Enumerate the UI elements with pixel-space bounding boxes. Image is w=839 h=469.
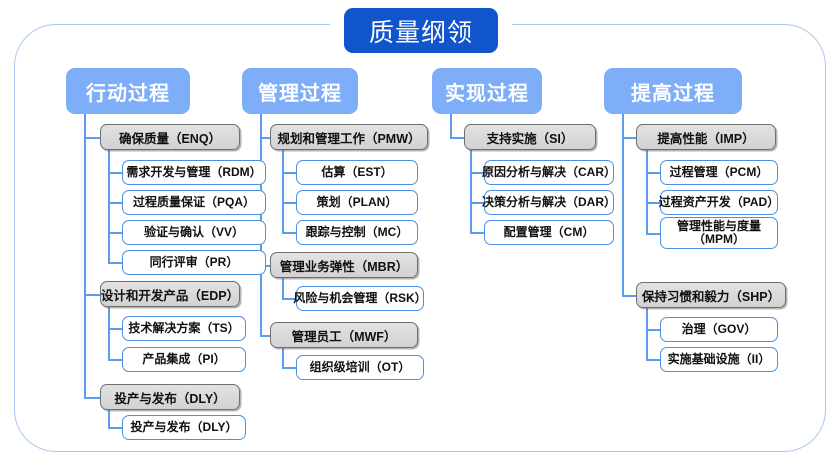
connector-leaf-pqa	[108, 202, 122, 204]
leaf-node-dly[interactable]: 投产与发布（DLY）	[122, 415, 246, 440]
connector-leaf-pad	[646, 202, 660, 204]
leaf-node-cm[interactable]: 配置管理（CM）	[484, 220, 614, 245]
leaf-node-pad[interactable]: 过程资产开发（PAD）	[659, 190, 779, 215]
connector-leaf-cm	[470, 232, 484, 234]
connector-spine-col4	[622, 136, 624, 296]
connector-leaf-pi	[108, 359, 122, 361]
leaf-node-gov[interactable]: 治理（GOV）	[660, 317, 778, 342]
leaf-node-pcm[interactable]: 过程管理（PCM）	[660, 160, 778, 185]
leaf-node-mc[interactable]: 跟踪与控制（MC）	[296, 220, 418, 245]
connector-leaf-ts	[108, 328, 122, 330]
connector-leaf-dly	[108, 427, 122, 429]
leaf-node-dar[interactable]: 决策分析与解决（DAR）	[482, 190, 616, 215]
column-header-action-process[interactable]: 行动过程	[66, 68, 190, 114]
leaf-node-est[interactable]: 估算（EST）	[296, 160, 418, 185]
connector-spine-pmw	[282, 150, 284, 233]
group-node-edp[interactable]: 设计和开发产品（EDP）	[100, 281, 240, 307]
leaf-node-ts[interactable]: 技术解决方案（TS）	[122, 316, 246, 341]
connector-stem-col1	[84, 114, 86, 136]
connector-leaf-vv	[108, 232, 122, 234]
connector-spine-edp	[108, 307, 110, 361]
leaf-node-pr[interactable]: 同行评审（PR）	[122, 250, 266, 275]
leaf-node-ot[interactable]: 组织级培训（OT）	[296, 355, 424, 380]
group-node-si[interactable]: 支持实施（SI）	[464, 124, 596, 150]
connector-branch-dly	[84, 397, 100, 399]
connector-leaf-pr	[108, 262, 122, 264]
group-node-mbr[interactable]: 管理业务弹性（MBR）	[270, 252, 418, 278]
leaf-node-rsk[interactable]: 风险与机会管理（RSK）	[293, 286, 427, 311]
connector-stem-col3	[450, 114, 452, 136]
group-node-enq[interactable]: 确保质量（ENQ）	[100, 124, 240, 150]
connector-stem-col2	[260, 114, 262, 136]
connector-branch-si	[450, 137, 464, 139]
leaf-node-pqa[interactable]: 过程质量保证（PQA）	[122, 190, 266, 215]
connector-leaf-rdm	[108, 172, 122, 174]
group-node-shp[interactable]: 保持习惯和毅力（SHP）	[636, 282, 786, 308]
connector-spine-mwf	[282, 348, 284, 368]
connector-leaf-plan	[282, 202, 296, 204]
group-node-pmw[interactable]: 规划和管理工作（PMW）	[270, 124, 428, 150]
connector-leaf-pcm	[646, 172, 660, 174]
connector-leaf-rsk	[282, 298, 296, 300]
connector-branch-mwf	[260, 335, 270, 337]
connector-leaf-ot	[282, 367, 296, 369]
connector-spine-imp	[646, 150, 648, 234]
connector-spine-enq	[108, 150, 110, 263]
group-node-imp[interactable]: 提高性能（IMP）	[636, 124, 776, 150]
connector-spine-mbr	[282, 278, 284, 299]
connector-branch-enq	[84, 137, 100, 139]
root-node-quality-program[interactable]: 质量纲领	[344, 8, 498, 53]
connector-leaf-dar	[470, 202, 484, 204]
connector-branch-shp	[622, 295, 636, 297]
connector-spine-dly	[108, 410, 110, 428]
group-node-mwf[interactable]: 管理员工（MWF）	[270, 322, 418, 348]
connector-spine-shp	[646, 308, 648, 360]
connector-leaf-mc	[282, 232, 296, 234]
leaf-node-rdm[interactable]: 需求开发与管理（RDM）	[122, 160, 266, 185]
connector-leaf-car	[470, 172, 484, 174]
connector-branch-edp	[84, 294, 100, 296]
leaf-node-pi[interactable]: 产品集成（PI）	[122, 347, 246, 372]
column-header-management-process[interactable]: 管理过程	[242, 68, 358, 114]
column-header-realization-process[interactable]: 实现过程	[432, 68, 542, 114]
connector-leaf-mpm	[646, 233, 660, 235]
connector-branch-pmw	[260, 137, 270, 139]
connector-leaf-est	[282, 172, 296, 174]
group-node-dly[interactable]: 投产与发布（DLY）	[100, 384, 240, 410]
column-header-improvement-process[interactable]: 提高过程	[604, 68, 742, 114]
connector-stem-col4	[622, 114, 624, 136]
leaf-node-ii[interactable]: 实施基础设施（II）	[660, 347, 778, 372]
connector-spine-si	[470, 150, 472, 233]
connector-leaf-ii	[646, 359, 660, 361]
connector-leaf-gov	[646, 329, 660, 331]
connector-spine-col1	[84, 136, 86, 398]
leaf-node-plan[interactable]: 策划（PLAN）	[296, 190, 418, 215]
leaf-node-vv[interactable]: 验证与确认（VV）	[122, 220, 266, 245]
connector-branch-imp	[622, 137, 636, 139]
leaf-node-car[interactable]: 原因分析与解决（CAR）	[482, 160, 616, 185]
leaf-node-mpm[interactable]: 管理性能与度量（MPM）	[660, 217, 778, 249]
